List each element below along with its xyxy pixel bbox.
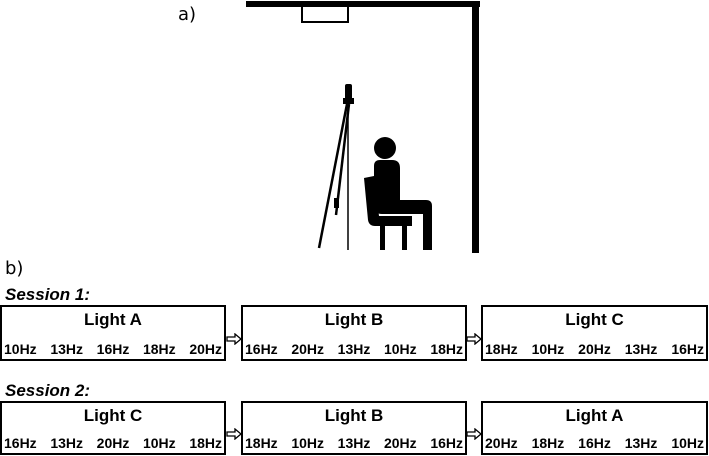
frequency-row: 16Hz 13Hz 20Hz 10Hz 18Hz: [4, 435, 222, 451]
frequency-label: 10Hz: [142, 435, 176, 451]
arrow-right-icon: [466, 428, 482, 440]
arrow-right-icon: [226, 333, 242, 345]
frequency-label: 10Hz: [291, 435, 325, 451]
frequency-label: 16Hz: [671, 341, 704, 357]
session-1-light-box-1: Light A 10Hz 13Hz 16Hz 18Hz 20Hz: [0, 305, 226, 361]
arrow-right-icon: [466, 333, 482, 345]
frequency-row: 10Hz 13Hz 16Hz 18Hz 20Hz: [4, 341, 222, 357]
frequency-label: 10Hz: [383, 341, 417, 357]
frequency-label: 13Hz: [50, 341, 84, 357]
session-1-light-box-2: Light B 16Hz 20Hz 13Hz 10Hz 18Hz: [241, 305, 467, 361]
light-box-title: Light C: [565, 310, 624, 329]
frequency-label: 20Hz: [383, 435, 417, 451]
session-2-light-box-3: Light A 20Hz 18Hz 16Hz 13Hz 10Hz: [481, 401, 708, 455]
frequency-label: 16Hz: [4, 435, 37, 451]
frequency-label: 16Hz: [578, 435, 611, 451]
frequency-row: 20Hz 18Hz 16Hz 13Hz 10Hz: [485, 435, 704, 451]
frequency-label: 13Hz: [337, 435, 371, 451]
light-box-title: Light A: [84, 310, 142, 329]
tripod-camera-icon: [317, 84, 354, 250]
frequency-label: 10Hz: [4, 341, 37, 357]
session-2-light-box-2: Light B 18Hz 10Hz 13Hz 20Hz 16Hz: [241, 401, 467, 455]
arrow-right-icon: [226, 428, 242, 440]
ceiling-light: [301, 5, 349, 23]
light-box-title: Light A: [565, 406, 624, 425]
frequency-label: 13Hz: [624, 341, 658, 357]
frequency-label: 18Hz: [245, 435, 278, 451]
frequency-label: 16Hz: [245, 341, 278, 357]
light-box-title: Light B: [324, 406, 384, 425]
frequency-row: 16Hz 20Hz 13Hz 10Hz 18Hz: [245, 341, 463, 357]
session-1-light-box-3: Light C 18Hz 10Hz 20Hz 13Hz 16Hz: [481, 305, 708, 361]
light-box-title: Light C: [83, 406, 143, 425]
seated-person-icon: [364, 137, 432, 250]
frequency-label: 18Hz: [430, 341, 463, 357]
session-2-light-box-1: Light C 16Hz 13Hz 20Hz 10Hz 18Hz: [0, 401, 226, 455]
frequency-label: 10Hz: [531, 341, 565, 357]
frequency-label: 18Hz: [531, 435, 565, 451]
panel-b-label: b): [5, 258, 24, 279]
ceiling: [246, 1, 480, 7]
session-1-title: Session 1:: [5, 285, 91, 304]
frequency-label: 18Hz: [485, 341, 518, 357]
session-2-title: Session 2:: [5, 381, 91, 400]
frequency-label: 20Hz: [485, 435, 518, 451]
frequency-label: 20Hz: [578, 341, 611, 357]
light-box-title: Light B: [324, 310, 384, 329]
frequency-label: 20Hz: [291, 341, 325, 357]
frequency-label: 20Hz: [189, 341, 222, 357]
frequency-label: 10Hz: [671, 435, 704, 451]
frequency-label: 13Hz: [337, 341, 371, 357]
room-illustration: [246, 1, 480, 253]
frequency-label: 18Hz: [189, 435, 222, 451]
frequency-row: 18Hz 10Hz 13Hz 20Hz 16Hz: [245, 435, 463, 451]
frequency-label: 18Hz: [142, 341, 176, 357]
frequency-label: 16Hz: [96, 341, 130, 357]
frequency-label: 20Hz: [96, 435, 130, 451]
wall: [472, 1, 479, 253]
frequency-label: 16Hz: [430, 435, 463, 451]
frequency-label: 13Hz: [624, 435, 658, 451]
frequency-label: 13Hz: [50, 435, 84, 451]
panel-a-label: a): [178, 4, 197, 25]
frequency-row: 18Hz 10Hz 20Hz 13Hz 16Hz: [485, 341, 704, 357]
